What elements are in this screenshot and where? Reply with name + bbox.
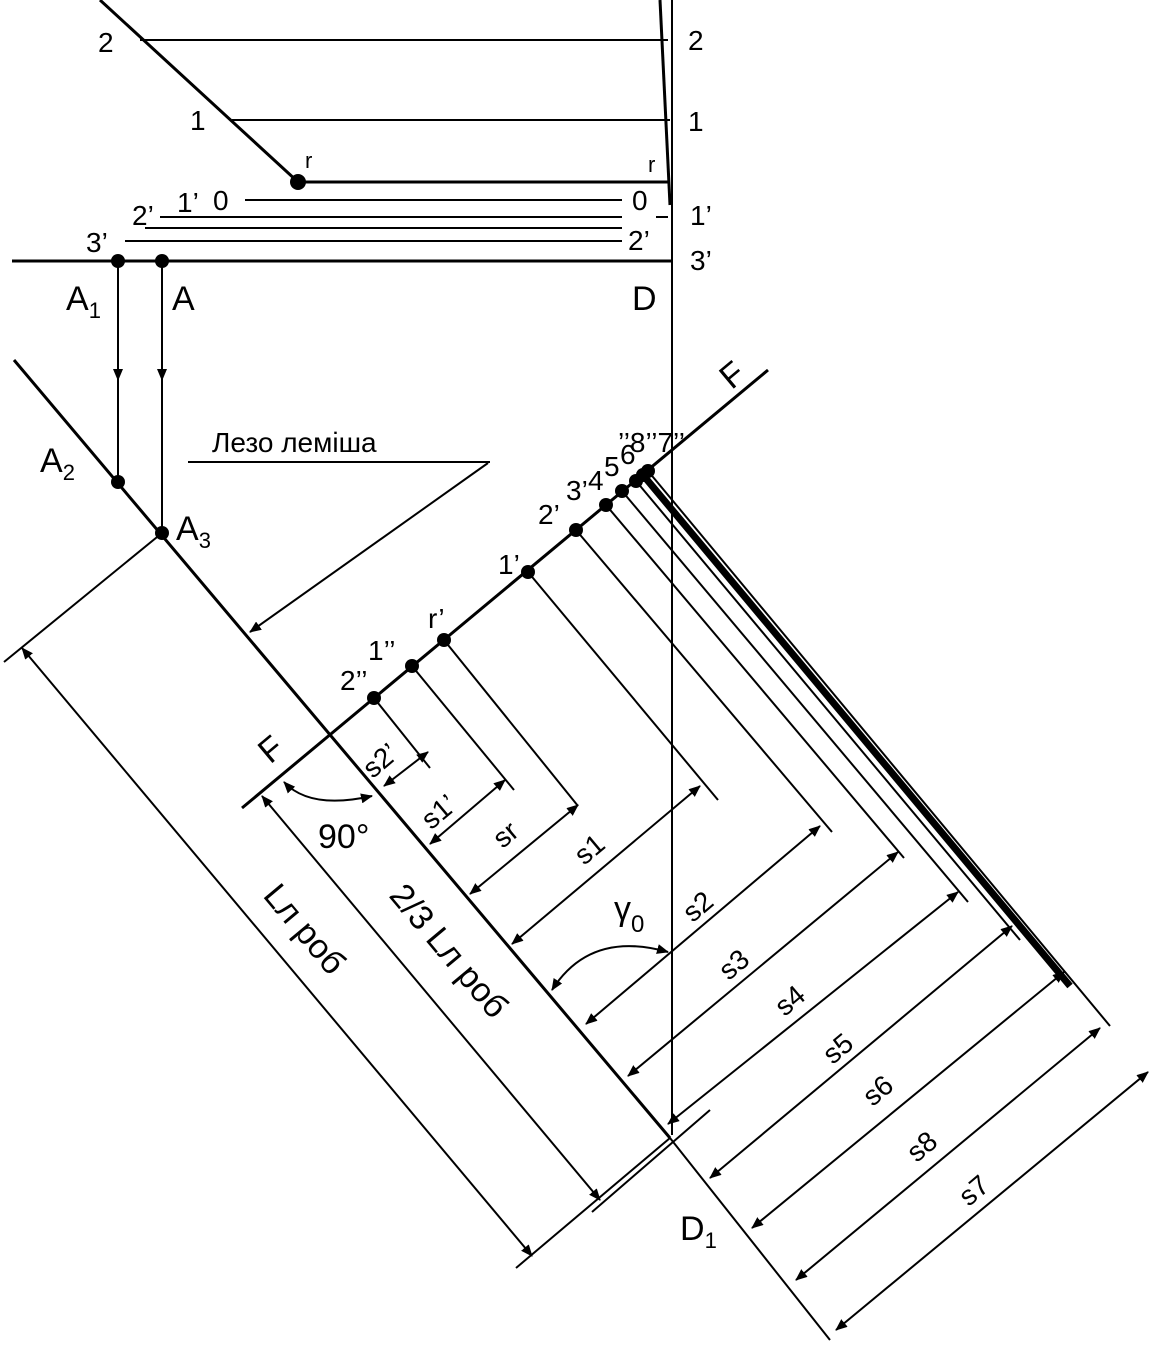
label-S8: s8 [901,1125,944,1168]
dim-sr [469,804,579,895]
perp-8 [640,472,1073,989]
label-blade: Лезо леміша [212,427,377,458]
right-edge-line-a [658,0,672,206]
dim-two-thirds-L [261,795,601,1201]
label-pt-2pp: 2’’ [340,665,368,696]
perp-1pp [411,665,515,791]
label-pt-1pp: 1’’ [368,635,396,666]
label-left-1p: 1’ [177,187,199,218]
extension-line-bottom [515,1137,671,1269]
point-A2 [111,475,125,489]
label-F-bottom: F [251,728,291,770]
perp-6 [635,480,1021,941]
perp-7 [647,470,1111,1027]
label-pt-3: 3’ [566,475,588,506]
extension-line-right [669,1137,831,1341]
label-left-0: 0 [213,185,229,216]
label-left-3p: 3’ [86,227,108,258]
label-gamma: γ0 [614,890,644,938]
perp-5 [621,490,969,903]
label-pt-rp: r’ [428,603,445,634]
label-S5: s5 [817,1027,860,1070]
label-Sr: sr [487,815,525,854]
label-right-2p: 2’ [628,225,650,256]
label-S7: s7 [953,1169,996,1212]
label-L-work: Lл роб [256,877,353,982]
label-S1p: s1’ [415,788,462,835]
label-r-left: r [305,148,312,173]
label-90: 90° [318,818,369,856]
perp-1p [527,571,719,801]
label-S3: s3 [713,943,756,986]
label-pt-6: 6 [620,439,636,470]
label-D: D [632,280,657,318]
dim-s3 [627,851,899,1077]
perp-4 [605,504,905,859]
label-A: A [172,280,195,318]
label-A3: A3 [176,510,211,553]
dim-s7 [835,1071,1149,1331]
label-pt-5: 5 [604,451,620,482]
label-r-right: r [648,152,655,177]
label-pt-2: 2’ [538,499,560,530]
label-S1: s1 [568,828,611,871]
label-S6: s6 [857,1069,900,1112]
label-S2: s2 [677,885,720,928]
extension-line-lower [3,532,163,663]
label-top-cluster: ’’8’’7’’ [618,427,685,458]
label-right-1p: 1’ [690,200,712,231]
label-A1: A1 [66,280,101,323]
label-F-top: F [712,354,752,396]
extension-line-FF-end [591,1109,711,1213]
label-pt-4: 4 [588,465,604,496]
label-right-0: 0 [632,185,648,216]
label-left-2: 2 [98,27,114,58]
label-left-2p: 2’ [132,200,154,231]
angle-90-arc [283,781,373,804]
label-left-1: 1 [190,105,206,136]
label-right-2: 2 [688,25,704,56]
perp-rp [443,639,579,807]
perp-2p [575,529,833,833]
label-two-thirds-L: 2/3 Lл роб [382,877,515,1026]
diagonal-edge-line [98,0,300,184]
label-right-3p: 3’ [690,245,712,276]
blade-leader-arrow [249,462,489,633]
point-r [290,174,306,190]
label-right-1: 1 [688,106,704,137]
label-A2: A2 [40,442,75,485]
label-pt-1p: 1’ [498,549,520,580]
label-D1: D1 [680,1210,717,1253]
